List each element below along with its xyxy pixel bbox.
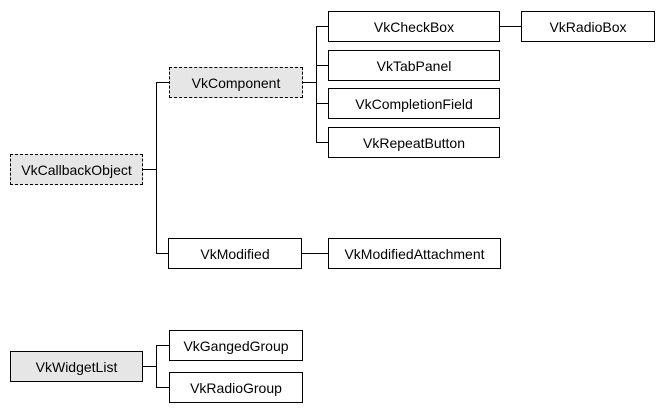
connector-component-trunk: [316, 26, 317, 143]
class-node-vkgangedgroup[interactable]: VkGangedGroup: [169, 330, 303, 361]
connector-widgetlist-radiogroup: [156, 387, 169, 388]
class-node-vkradiogroup[interactable]: VkRadioGroup: [169, 372, 303, 403]
class-node-vkcomponent[interactable]: VkComponent: [169, 67, 303, 98]
class-node-label: VkModifiedAttachment: [344, 245, 485, 262]
class-node-vkcompletionfield[interactable]: VkCompletionField: [328, 88, 500, 119]
connector-widgetlist-trunk: [156, 345, 157, 388]
class-node-label: VkModified: [200, 245, 270, 262]
connector-component-tabpanel: [316, 65, 328, 66]
class-node-label: VkRadioGroup: [190, 379, 282, 396]
connector-checkbox-radiobox: [500, 26, 521, 27]
connector-component-completionfield: [316, 103, 328, 104]
class-node-label: VkGangedGroup: [183, 337, 289, 354]
class-node-label: VkCompletionField: [355, 95, 473, 112]
connector-callbackobject-trunk: [156, 82, 157, 254]
class-node-label: VkCheckBox: [373, 18, 455, 35]
connector-callbackobject-modified: [156, 253, 168, 254]
class-node-vkcheckbox[interactable]: VkCheckBox: [328, 11, 500, 42]
connector-component-repeatbutton: [316, 142, 328, 143]
class-node-label: VkRadioBox: [549, 18, 627, 35]
class-node-label: VkTabPanel: [376, 57, 452, 74]
class-node-label: VkCallbackObject: [21, 161, 132, 178]
class-node-vkradiobox[interactable]: VkRadioBox: [521, 11, 655, 42]
connector-callbackobject-stub: [143, 169, 156, 170]
class-node-vkrepeatbutton[interactable]: VkRepeatButton: [328, 127, 500, 158]
class-node-vkmodified[interactable]: VkModified: [168, 238, 302, 269]
class-node-vkcallbackobject[interactable]: VkCallbackObject: [10, 154, 143, 185]
class-node-label: VkRepeatButton: [363, 134, 465, 151]
class-node-vkmodifiedattachment[interactable]: VkModifiedAttachment: [328, 238, 501, 269]
connector-component-stub: [303, 82, 316, 83]
connector-modified-modifiedattachment: [302, 253, 328, 254]
connector-widgetlist-gangedgroup: [156, 345, 169, 346]
class-node-label: VkWidgetList: [35, 358, 118, 375]
class-node-vktabpanel[interactable]: VkTabPanel: [328, 50, 500, 81]
class-node-vkwidgetlist[interactable]: VkWidgetList: [10, 351, 143, 382]
class-node-label: VkComponent: [191, 74, 281, 91]
connector-component-checkbox: [316, 26, 328, 27]
connector-callbackobject-component: [156, 82, 169, 83]
connector-widgetlist-stub: [143, 366, 156, 367]
